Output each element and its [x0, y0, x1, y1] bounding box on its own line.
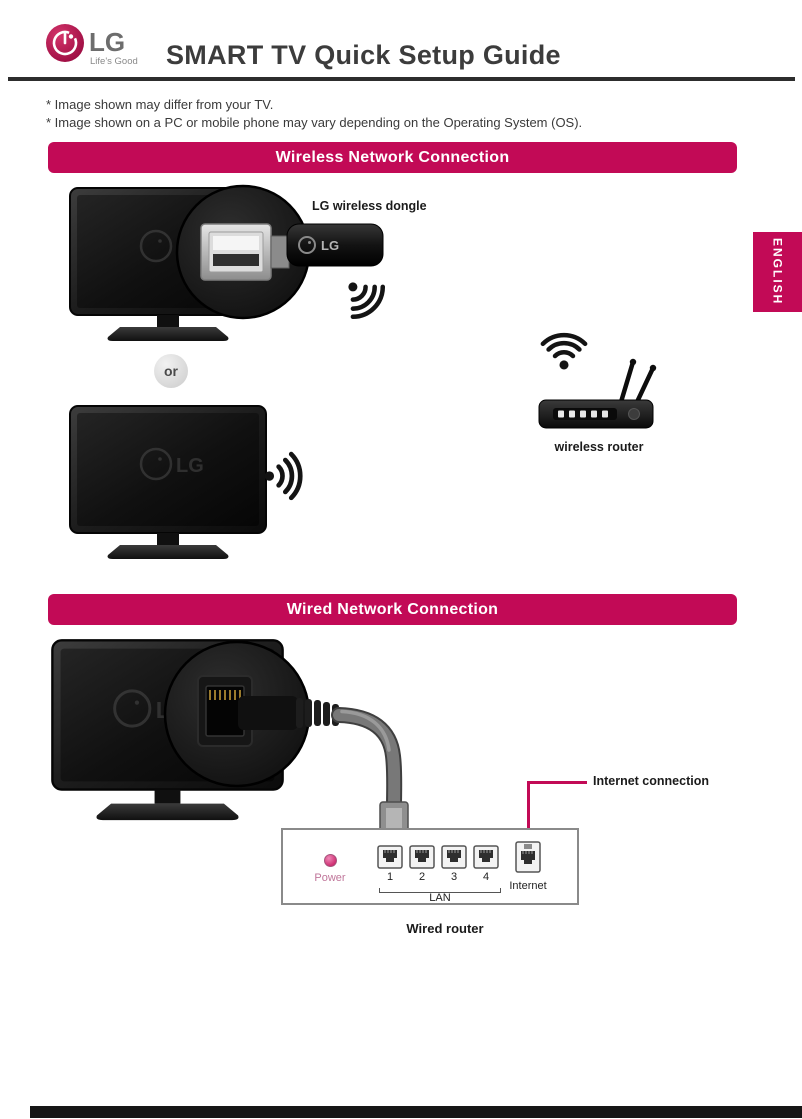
- wireless-router-illustration: [538, 316, 657, 429]
- lan-port-2: 2: [409, 845, 435, 883]
- lan-port-icon: [409, 845, 435, 869]
- lan-port-icon: [473, 845, 499, 869]
- power-led: [324, 854, 337, 867]
- internet-connection-line: [527, 781, 587, 784]
- dongle-label: LG wireless dongle: [312, 199, 427, 213]
- or-badge: or: [154, 354, 188, 388]
- internet-port-icon: [515, 841, 541, 873]
- bottom-bar: [30, 1106, 802, 1118]
- dongle-logo-text: LG: [321, 238, 339, 253]
- wireless-dongle: LG: [270, 223, 384, 269]
- ethernet-port: [197, 675, 253, 747]
- lan-port-4: 4: [473, 845, 499, 883]
- wireless-router-label: wireless router: [554, 440, 644, 454]
- wifi-waves-icon: [260, 446, 320, 506]
- tv-screen-logo: LG: [176, 455, 204, 477]
- page-title: SMART TV Quick Setup Guide: [166, 40, 561, 70]
- brand-text: LG: [89, 27, 125, 57]
- section-banner-wired: Wired Network Connection: [48, 594, 737, 625]
- header-rule: [8, 77, 795, 81]
- section-banner-wireless: Wireless Network Connection: [48, 142, 737, 173]
- lan-bracket: [379, 888, 501, 893]
- lg-symbol-icon: [46, 24, 84, 62]
- power-label: Power: [314, 872, 346, 884]
- lan-port-number: 1: [386, 871, 394, 883]
- lan-port-icon: [441, 845, 467, 869]
- tv-illustration-builtin-wifi: LG: [69, 405, 267, 559]
- usb-port: [200, 223, 272, 281]
- internet-connection-label: Internet connection: [593, 774, 709, 788]
- internet-label: Internet: [509, 880, 547, 892]
- language-tab: ENGLISH: [753, 232, 802, 312]
- internet-connection-line: [527, 781, 530, 843]
- lan-port-icon: [377, 845, 403, 869]
- disclaimer-notes: * Image shown may differ from your TV. *…: [46, 96, 582, 132]
- wifi-waves-icon: [543, 335, 585, 369]
- lan-port-3: 3: [441, 845, 467, 883]
- magnifier-usb-dongle: LG: [175, 184, 384, 320]
- magnifier-lan-cable: [163, 640, 409, 839]
- lan-label: LAN: [429, 892, 451, 904]
- banner-label: Wireless Network Connection: [275, 148, 510, 166]
- note-line: * Image shown may differ from your TV.: [46, 97, 274, 112]
- wired-router-label: Wired router: [406, 921, 484, 936]
- brand-tagline: Life's Good: [90, 56, 138, 67]
- lan-port-number: 3: [450, 871, 458, 883]
- lan-port-number: 4: [482, 871, 490, 883]
- or-label: or: [164, 363, 178, 379]
- wired-router-panel: Power 1 2 3: [281, 828, 579, 905]
- router-antennas: [618, 359, 656, 405]
- lg-logo: LG Life's Good: [46, 24, 138, 67]
- language-tab-label: ENGLISH: [770, 238, 785, 306]
- banner-label: Wired Network Connection: [286, 600, 499, 618]
- note-line: * Image shown on a PC or mobile phone ma…: [46, 115, 583, 130]
- lan-port-1: 1: [377, 845, 403, 883]
- lan-port-number: 2: [418, 871, 426, 883]
